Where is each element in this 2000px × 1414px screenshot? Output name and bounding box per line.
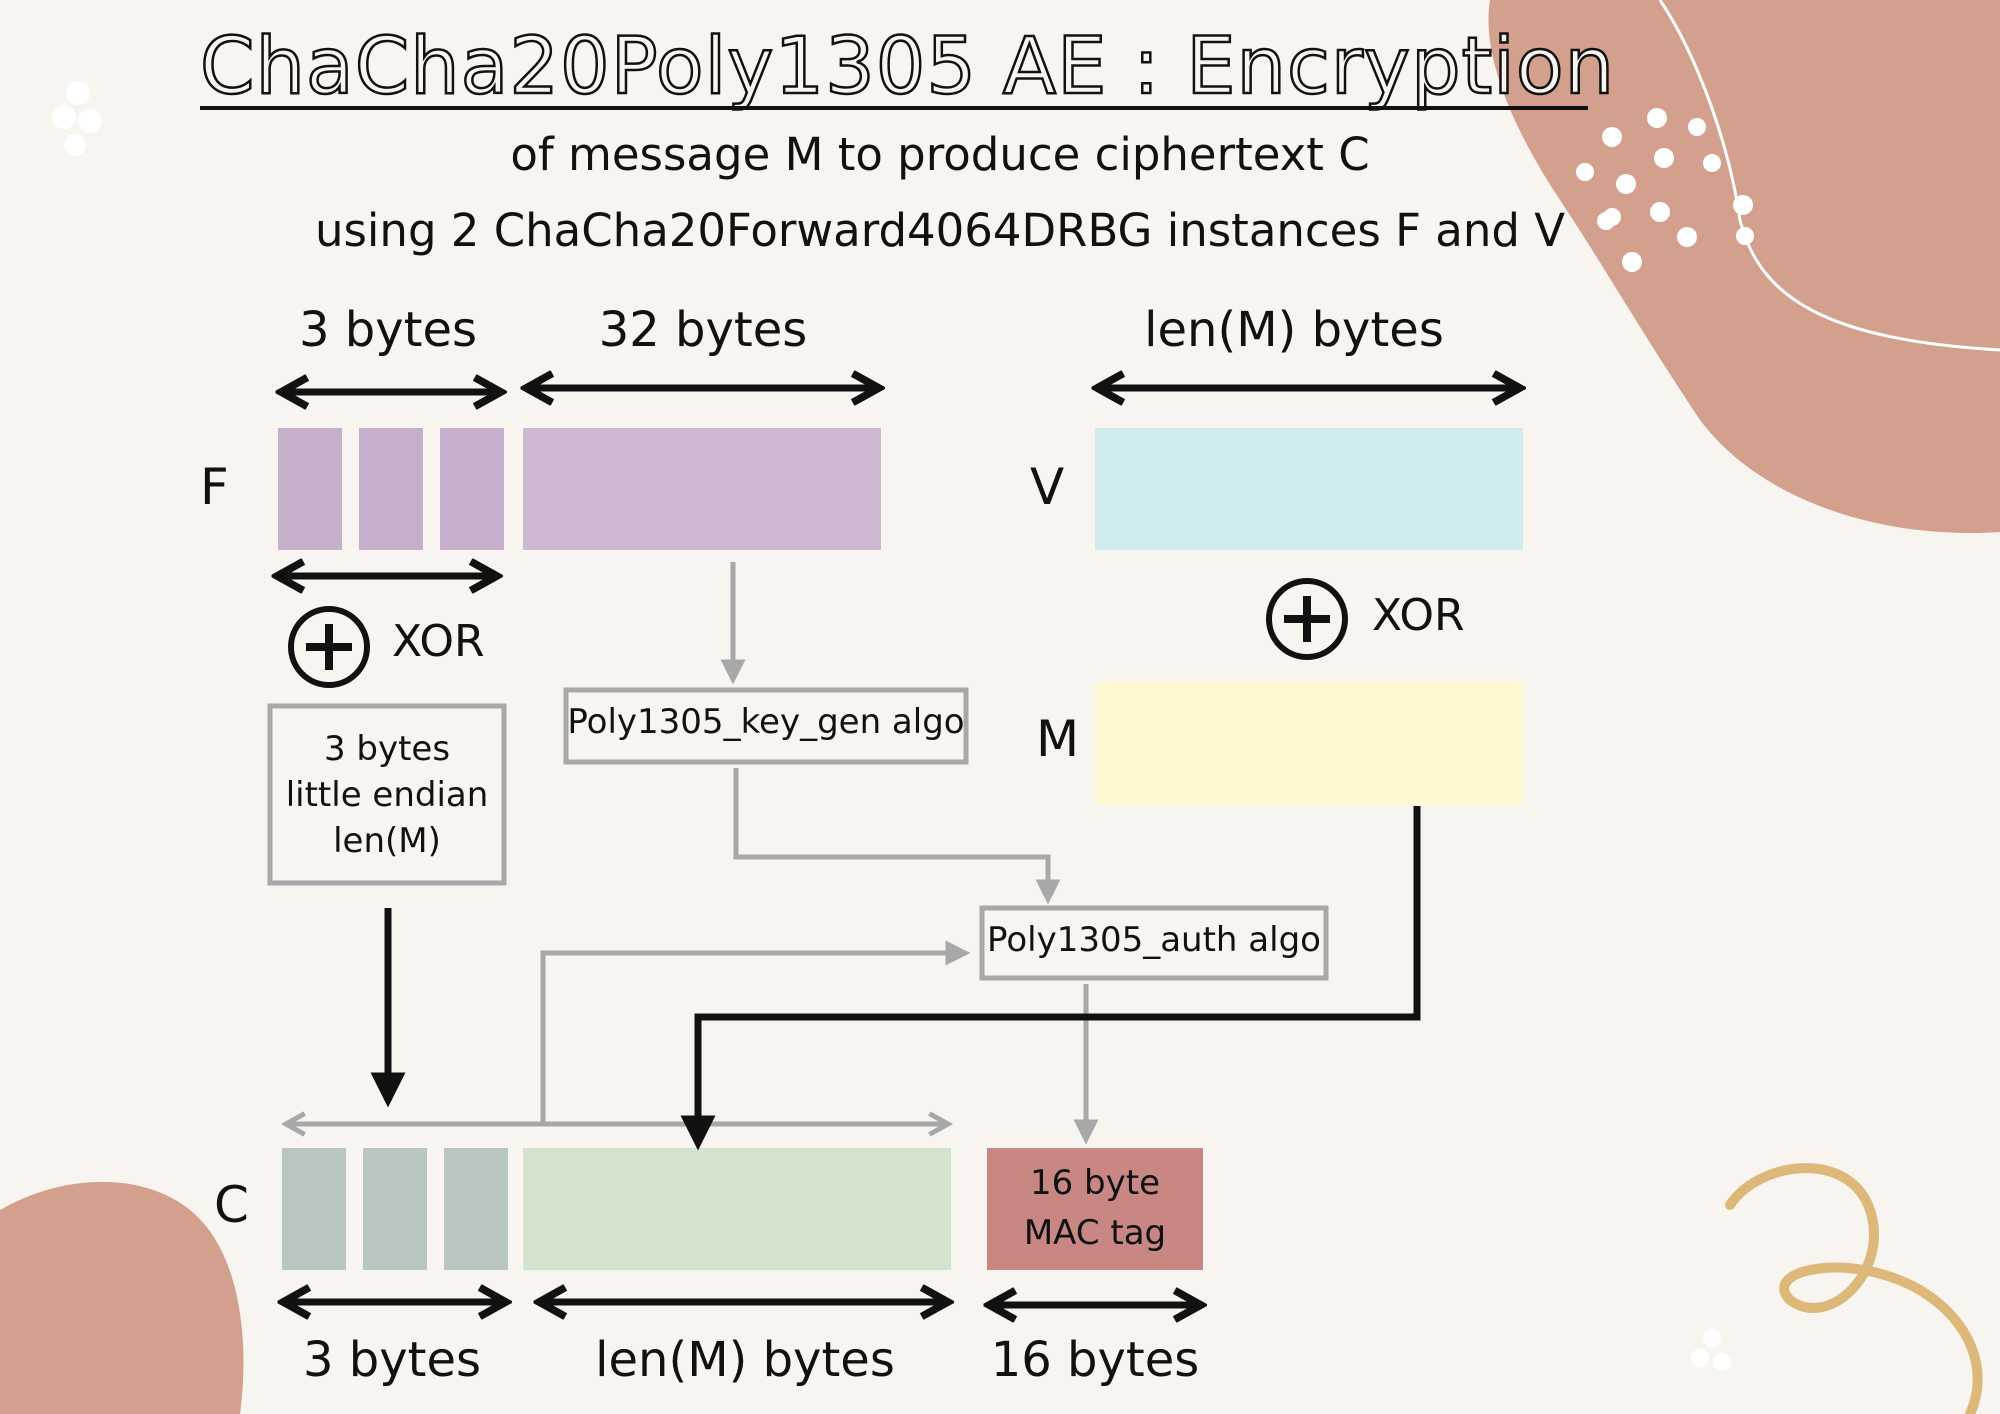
message-block [1095, 682, 1523, 804]
keygen-algo-label: Poly1305_key_gen algo [567, 702, 965, 742]
subtitle-line-2: using 2 ChaCha20Forward4064DRBG instance… [314, 204, 1566, 257]
label-c-prefix-bytes: 3 bytes [302, 1332, 482, 1388]
decor-swirl-bottom-right [1725, 1163, 1983, 1414]
f-prefix-block-1 [278, 428, 342, 550]
decor-blob-bottom-left [0, 1181, 244, 1414]
subtitle-line-1: of message M to produce ciphertext C [510, 128, 1370, 181]
length-box [267, 703, 507, 886]
length-box-line-1: 3 bytes [323, 729, 451, 769]
row-label-f: F [200, 458, 229, 516]
label-f-key-bytes: 32 bytes [598, 302, 808, 358]
f-key-block [523, 428, 881, 550]
v-stream-block [1095, 428, 1523, 550]
page-title: ChaCha20Poly1305 AE : Encryption [199, 21, 1616, 114]
c-prefix-block-3 [444, 1148, 508, 1270]
title-underline [200, 106, 1588, 110]
label-v-bytes: len(M) bytes [1144, 302, 1444, 358]
c-body-block [523, 1148, 951, 1270]
decor-line-top-right [1658, 0, 2000, 352]
decor-dots-bottom-right [1691, 1329, 1731, 1371]
row-label-m: M [1036, 710, 1080, 768]
f-prefix-block-2 [359, 428, 423, 550]
mac-tag-block [987, 1148, 1203, 1270]
xor-symbol-left [288, 606, 370, 688]
xor-label-right: XOR [1372, 590, 1465, 641]
c-prefix-block-2 [363, 1148, 427, 1270]
label-c-body-bytes: len(M) bytes [595, 1332, 895, 1388]
mac-tag-line-1: 16 byte [1029, 1163, 1161, 1203]
mac-tag-line-2: MAC tag [1023, 1213, 1167, 1253]
keygen-box [563, 687, 969, 765]
decor-dots-top-right [1576, 108, 1754, 272]
decor-dots-top-left [52, 81, 102, 156]
label-f-prefix-bytes: 3 bytes [298, 302, 478, 358]
auth-algo-label: Poly1305_auth algo [987, 920, 1321, 960]
xor-symbol-right [1266, 578, 1348, 660]
f-prefix-block-3 [440, 428, 504, 550]
row-label-v: V [1030, 458, 1065, 516]
arrow-c-to-auth [540, 940, 971, 1124]
arrow-xor-to-c-body [680, 806, 1421, 1151]
row-label-c: C [214, 1176, 249, 1234]
auth-box [979, 905, 1329, 981]
c-prefix-block-1 [282, 1148, 346, 1270]
arrow-keygen-to-auth [733, 768, 1061, 905]
label-c-mac-bytes: 16 bytes [990, 1332, 1200, 1388]
xor-label-left: XOR [392, 616, 485, 667]
length-box-line-2: little endian [285, 775, 489, 815]
length-box-line-3: len(M) [333, 821, 441, 861]
